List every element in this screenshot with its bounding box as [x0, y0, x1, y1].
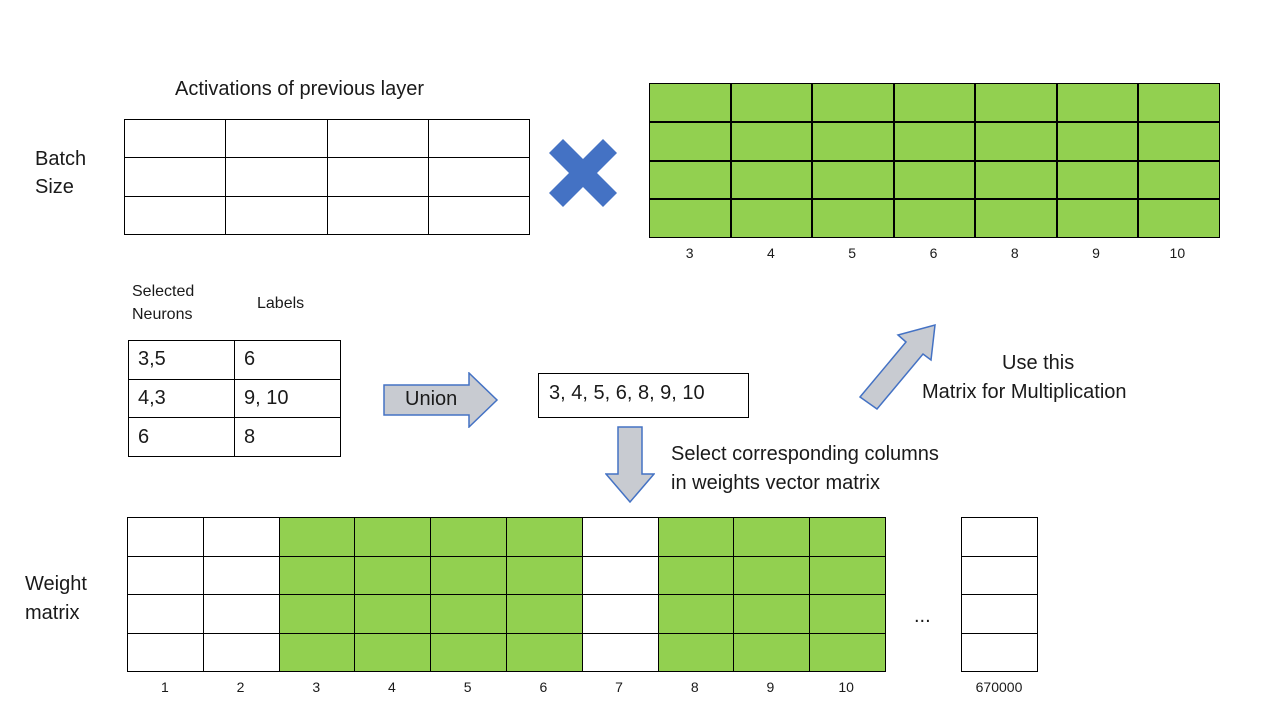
- weight-cell: [507, 556, 582, 594]
- selected-neurons-header-line2: Neurons: [132, 306, 193, 323]
- labels-cell: 6: [234, 340, 341, 380]
- weight-cell: [810, 556, 885, 594]
- selected-weights-column-label: 6: [929, 245, 938, 261]
- weight-cell: [582, 633, 658, 671]
- union-result: 3, 4, 5, 6, 8, 9, 10: [549, 382, 705, 404]
- weight-cell: [658, 633, 734, 671]
- weight-cell: [279, 633, 355, 671]
- diagonal-arrow-icon: [858, 323, 936, 410]
- selected-weights-column-label: 8: [1010, 245, 1019, 261]
- selected-weights-column-label: 10: [1169, 245, 1186, 261]
- weight-cell: [810, 595, 885, 633]
- weight-cell: [658, 518, 734, 556]
- weight-cell: [810, 633, 885, 671]
- weight-cell: [582, 595, 658, 633]
- weight-cell: [431, 633, 506, 671]
- weight-cell: [734, 556, 810, 594]
- weight-cell: [203, 633, 279, 671]
- labels-header: Labels: [257, 295, 305, 312]
- labels-cell: 8: [234, 417, 341, 457]
- weight-column-label: 2: [236, 679, 245, 695]
- weight-cell: [810, 518, 885, 556]
- selected-weights-column-label: 9: [1092, 245, 1100, 261]
- multiply-icon: [549, 139, 617, 207]
- weight-cell: [279, 518, 355, 556]
- labels-cell: 9, 10: [234, 378, 341, 419]
- down-arrow-icon: [605, 426, 655, 503]
- activations-title: Activations of previous layer: [175, 78, 425, 100]
- use-matrix-line1: Use this: [1002, 352, 1075, 374]
- weight-column-label: 7: [615, 679, 623, 695]
- batch-size-label-line2: Size: [35, 176, 74, 198]
- weight-cell: [279, 595, 355, 633]
- weight-column-label: 9: [766, 679, 775, 695]
- weight-cell: [734, 518, 810, 556]
- weight-cell: [431, 595, 506, 633]
- weight-cell: [203, 518, 279, 556]
- weight-cell: [507, 595, 582, 633]
- select-columns-line2: in weights vector matrix: [671, 472, 880, 494]
- union-result-box: 3, 4, 5, 6, 8, 9, 10: [538, 373, 749, 418]
- weight-cell: [734, 595, 810, 633]
- selected-weights-column-label: 4: [767, 245, 775, 261]
- weight-cell: [128, 595, 203, 633]
- weight-cell: [582, 556, 658, 594]
- weight-column-label: 5: [463, 679, 472, 695]
- weight-cell: [128, 633, 203, 671]
- weight-cell: [658, 595, 734, 633]
- weight-column-label: 1: [160, 679, 169, 695]
- weight-cell: [431, 556, 506, 594]
- weight-cell: [203, 595, 279, 633]
- weight-cell: [658, 556, 734, 594]
- weight-column-label: 6: [539, 679, 548, 695]
- selected-cell: 6: [128, 417, 235, 457]
- weight-cell: [507, 633, 582, 671]
- weight-cell: [279, 556, 355, 594]
- selected-weights-column-label: 5: [848, 245, 857, 261]
- weight-matrix-label-line1: Weight: [25, 573, 87, 595]
- weight-column-label: 4: [388, 679, 396, 695]
- ellipsis: ...: [914, 605, 931, 627]
- weight-cell: [582, 518, 658, 556]
- selected-weights-matrix: [649, 83, 1220, 238]
- weight-cell: [128, 518, 203, 556]
- last-column-label: 670000: [975, 679, 1023, 695]
- weight-column-label: 8: [690, 679, 699, 695]
- last-weight-column: [961, 517, 1038, 672]
- union-label: Union: [405, 388, 458, 410]
- weight-column-label: 3: [312, 679, 321, 695]
- selected-weights-column-label: 3: [685, 245, 694, 261]
- weight-matrix: [127, 517, 886, 672]
- weight-cell: [431, 518, 506, 556]
- selected-cell: 3,5: [128, 340, 235, 380]
- select-columns-line1: Select corresponding columns: [671, 443, 939, 465]
- batch-size-label-line1: Batch: [35, 148, 87, 170]
- weight-column-label: 10: [838, 679, 854, 695]
- use-matrix-line2: Matrix for Multiplication: [922, 381, 1127, 403]
- weight-cell: [355, 518, 431, 556]
- weight-cell: [507, 518, 582, 556]
- activations-matrix: [124, 119, 530, 235]
- union-arrow-icon: [383, 372, 499, 428]
- selected-cell: 4,3: [128, 378, 235, 419]
- selected-neurons-header-line1: Selected: [132, 283, 195, 300]
- weight-cell: [203, 556, 279, 594]
- weight-cell: [355, 633, 431, 671]
- weight-cell: [355, 595, 431, 633]
- weight-cell: [355, 556, 431, 594]
- weight-cell: [128, 556, 203, 594]
- weight-matrix-label-line2: matrix: [25, 602, 80, 624]
- weight-cell: [734, 633, 810, 671]
